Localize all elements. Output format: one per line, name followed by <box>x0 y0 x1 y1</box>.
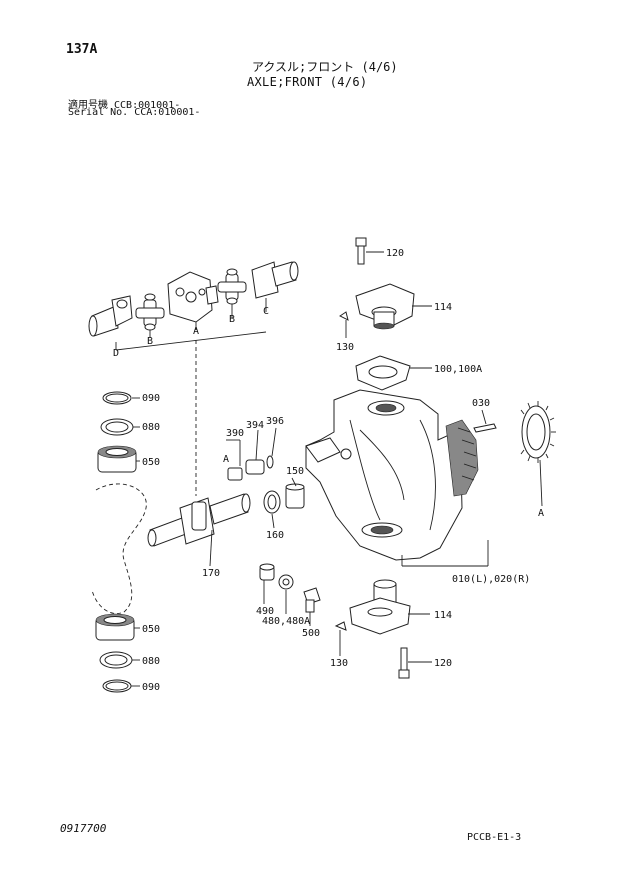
ref-letter-b-right: B <box>229 314 235 325</box>
upper-cap-assembly <box>339 237 415 391</box>
ref-letter-d: D <box>113 348 119 359</box>
callout-leader-lines <box>131 251 543 687</box>
page-code: PCCB-E1-3 <box>467 832 522 843</box>
callout-490: 490 <box>256 606 274 617</box>
ref-letter-b-left: B <box>147 336 153 347</box>
ref-letter-a-right: A <box>538 508 544 519</box>
callout-120-top: 120 <box>386 248 404 259</box>
callout-500: 500 <box>302 628 320 639</box>
lock-ring-nut <box>473 401 556 463</box>
seal-bearing-stack-bottom <box>95 613 135 693</box>
king-pin-bushing-parts <box>227 455 305 514</box>
callout-150: 150 <box>286 466 304 477</box>
seal-bearing-stack-top <box>97 391 137 473</box>
page-title-japanese: アクスル;フロント (4/6) <box>252 60 398 74</box>
callout-050-bottom: 050 <box>142 624 160 635</box>
lower-bushing-parts <box>259 563 321 613</box>
universal-joint-exploded-row <box>88 261 299 351</box>
callout-100: 100,100A <box>434 364 482 375</box>
callout-390: 390 <box>226 428 244 439</box>
callout-090-bottom: 090 <box>142 682 160 693</box>
callout-090-top: 090 <box>142 393 160 404</box>
callout-050-top: 050 <box>142 457 160 468</box>
serial-applicability-line: 適用号機 CCB:001001- <box>68 100 181 111</box>
callout-396: 396 <box>266 416 284 427</box>
steering-knuckle-housing <box>305 389 479 561</box>
callout-130-top: 130 <box>336 342 354 353</box>
page-number: 137A <box>66 42 98 57</box>
callout-160: 160 <box>266 530 284 541</box>
ref-letter-a-top: A <box>193 326 199 337</box>
callout-130-bottom: 130 <box>330 658 348 669</box>
callout-480: 480,480A <box>262 616 310 627</box>
callout-114-bottom: 114 <box>434 610 452 621</box>
ref-letter-a-mid: A <box>223 454 229 465</box>
drive-shaft-assembly <box>147 493 251 547</box>
document-number: 0917700 <box>60 822 107 835</box>
serial-number-line: Serial No. CCA:010001- <box>68 107 201 118</box>
callout-120-bottom: 120 <box>434 658 452 669</box>
axle-housing-outline <box>91 483 147 614</box>
ref-letter-c: C <box>263 306 269 317</box>
callout-010-020: 010(L),020(R) <box>452 574 530 585</box>
lower-cap-assembly <box>334 579 411 679</box>
callout-170: 170 <box>202 568 220 579</box>
page-title-english: AXLE;FRONT (4/6) <box>247 75 368 89</box>
callout-080-bottom: 080 <box>142 656 160 667</box>
callout-080-top: 080 <box>142 422 160 433</box>
callout-394: 394 <box>246 420 264 431</box>
callout-114-top: 114 <box>434 302 452 313</box>
callout-030: 030 <box>472 398 490 409</box>
